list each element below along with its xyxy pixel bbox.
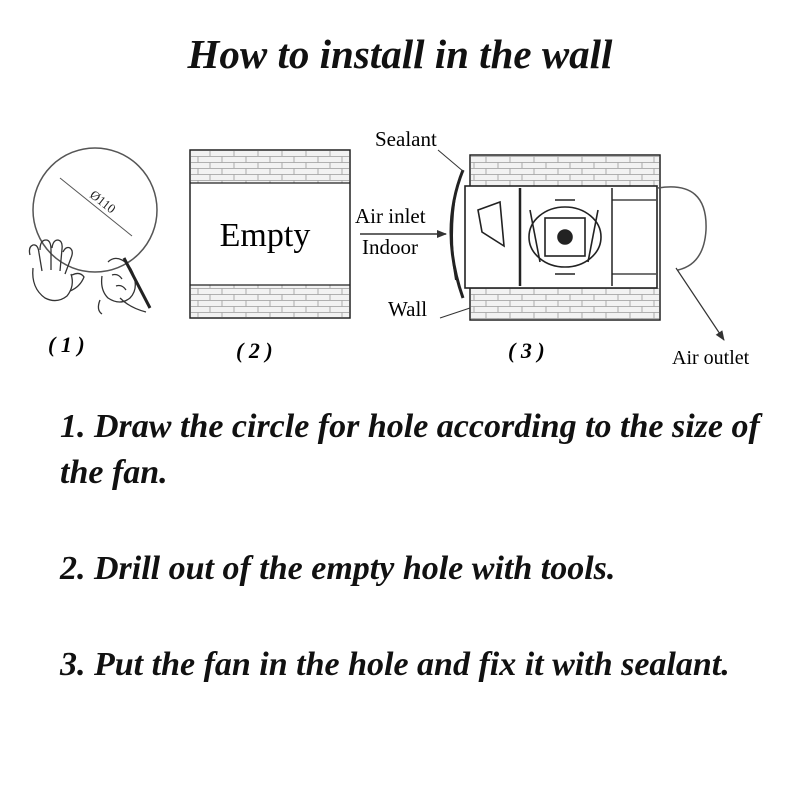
figure-3: Sealant Air inlet Indoor Wall Air outlet… xyxy=(355,127,750,369)
pencil-icon xyxy=(122,257,152,309)
figure-1-number: ( 1 ) xyxy=(48,332,85,357)
brick-bottom-fan xyxy=(471,288,659,319)
brick-bottom xyxy=(191,285,349,317)
brick-top xyxy=(191,151,349,183)
wall-label: Wall xyxy=(388,297,427,321)
air-outlet-label: Air outlet xyxy=(672,347,750,369)
fan-bracket xyxy=(477,200,505,248)
figure-2: Empty ( 2 ) xyxy=(189,149,351,363)
hole-circle xyxy=(32,147,158,273)
diameter-line xyxy=(59,177,133,237)
indoor-label: Indoor xyxy=(362,235,418,259)
right-hand-icon xyxy=(97,257,147,315)
air-inlet-label: Air inlet xyxy=(355,204,426,228)
installation-diagram: Ø110 ( 1 ) Empty ( 2 ) xyxy=(28,127,750,369)
air-outlet-arrow xyxy=(675,267,725,341)
figure-2-number: ( 2 ) xyxy=(236,338,273,363)
diameter-label: Ø110 xyxy=(87,187,119,216)
step-3-text: 3. Put the fan in the hole and fix it wi… xyxy=(60,646,730,683)
figure-1: Ø110 ( 1 ) xyxy=(28,147,158,357)
fan-impeller-icon xyxy=(528,199,602,275)
sealant-ring xyxy=(449,169,465,299)
step-1-text: 1. Draw the circle for hole according to… xyxy=(60,408,760,491)
brick-top-fan xyxy=(471,156,659,186)
step-2-text: 2. Drill out of the empty hole with tool… xyxy=(60,550,616,587)
outer-cover xyxy=(657,186,707,271)
page-title: How to install in the wall xyxy=(187,31,613,77)
empty-label: Empty xyxy=(220,217,311,254)
sealant-label: Sealant xyxy=(375,127,437,151)
figure-3-number: ( 3 ) xyxy=(508,338,545,363)
left-hand-icon xyxy=(28,239,85,302)
